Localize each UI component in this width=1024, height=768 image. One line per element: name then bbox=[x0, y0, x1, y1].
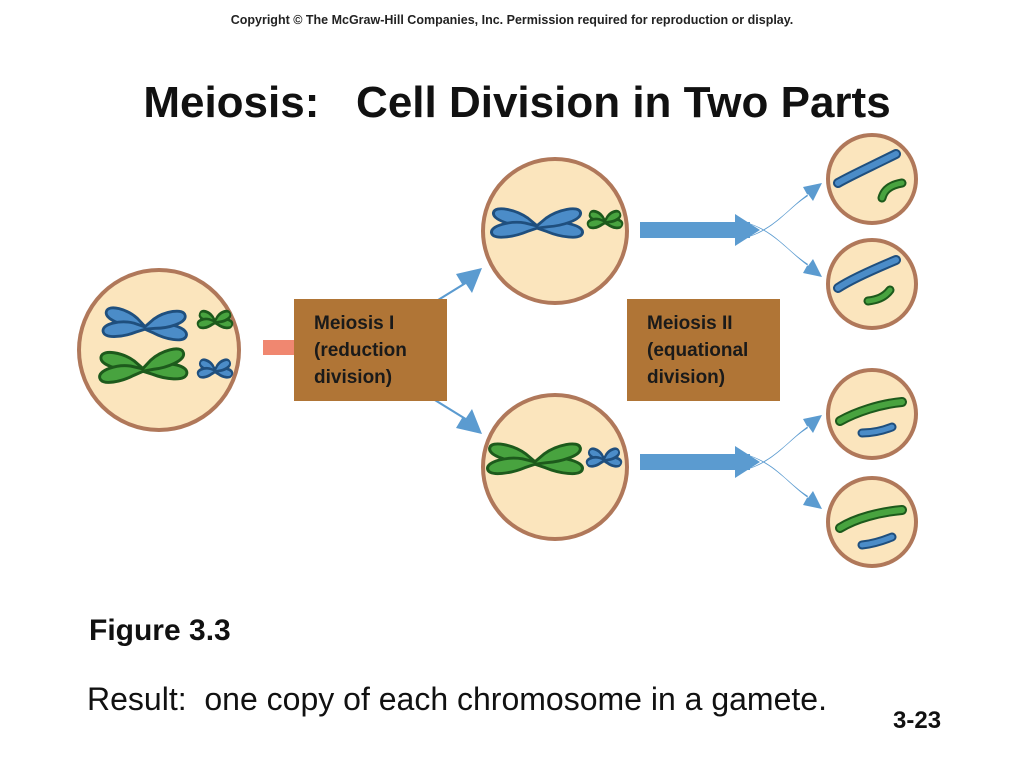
gamete-cell-2 bbox=[826, 238, 918, 330]
meiosis-ii-line-1: Meiosis II bbox=[647, 313, 733, 334]
gamete-cell-4 bbox=[826, 476, 918, 568]
daughter-cell-upper bbox=[481, 157, 629, 305]
meiosis-i-line-3: division) bbox=[314, 367, 393, 388]
slide-title: Meiosis: Cell Division in Two Parts bbox=[143, 78, 891, 127]
daughter-cell-lower bbox=[481, 393, 629, 541]
slide-number: 3-23 bbox=[893, 707, 942, 734]
arrow-to-lower-cell bbox=[428, 397, 482, 434]
copyright-notice: Copyright © The McGraw-Hill Companies, I… bbox=[230, 13, 794, 27]
meiosis-i-label-box: Meiosis I (reduction division) bbox=[294, 299, 447, 401]
meiosis-ii-label-box: Meiosis II (equational division) bbox=[627, 299, 780, 401]
gamete-cell-3 bbox=[826, 368, 918, 460]
result-caption: Result: one copy of each chromosome in a… bbox=[87, 681, 827, 717]
meiosis-i-line-2: (reduction bbox=[314, 340, 407, 361]
arrows bbox=[263, 183, 822, 509]
figure-label: Figure 3.3 bbox=[89, 614, 231, 647]
meiosis-ii-line-2: (equational bbox=[647, 340, 749, 361]
start-arrow bbox=[263, 340, 297, 355]
gamete-cell-1 bbox=[826, 133, 918, 225]
parent-cell bbox=[77, 268, 241, 432]
meiosis-ii-line-3: division) bbox=[647, 367, 726, 388]
branch-arrow-top bbox=[640, 183, 822, 277]
arrow-to-upper-cell bbox=[428, 268, 482, 305]
branch-arrow-bottom bbox=[640, 415, 822, 509]
meiosis-i-line-1: Meiosis I bbox=[314, 313, 395, 334]
